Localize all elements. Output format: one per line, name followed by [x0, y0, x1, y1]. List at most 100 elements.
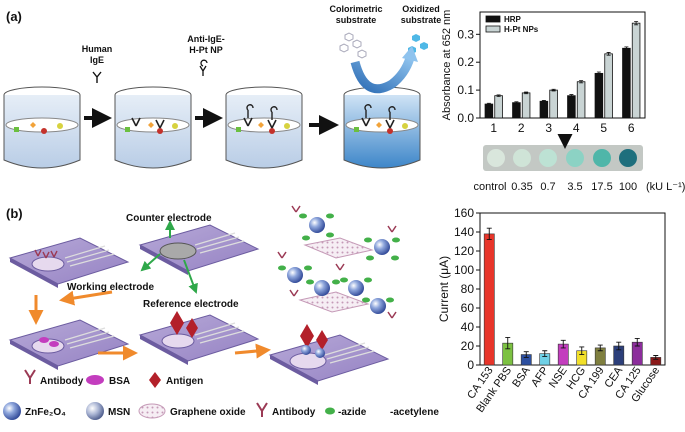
well-strip-photo [483, 145, 643, 171]
chart-a-ytick-label: 0.0 [457, 111, 474, 125]
acetylene-legend-icon [378, 406, 383, 416]
conversion-arrow-head [402, 46, 418, 62]
chart-a-errorbar [606, 52, 611, 56]
chart-b-ytick-label: 20 [461, 339, 475, 353]
chart-a-bar [594, 72, 604, 119]
chart-a-xtick-label: 3 [545, 121, 552, 135]
beaker-2 [114, 86, 192, 169]
chart-b-ylabel: Current (μA) [437, 256, 451, 322]
chart-a-errorbar [496, 94, 501, 97]
electrode-chip-2 [138, 224, 260, 275]
step1-line1: Human [82, 44, 113, 54]
chart-a-legend-swatch [485, 25, 501, 33]
substrate-in-line2: substrate [336, 15, 377, 25]
chart-a-bar [512, 102, 521, 119]
step1-line2: IgE [90, 55, 104, 65]
concentration-labels: control 0.35 0.7 3.5 17.5 100 (kU L⁻¹) [473, 181, 685, 193]
chart-a-errorbar [514, 101, 519, 104]
chart-a-legend-label: HRP [504, 15, 522, 24]
chart-b-ytick-label: 0 [467, 358, 474, 372]
legend-antigen: Antigen [166, 376, 203, 387]
beaker-4 [343, 86, 421, 169]
chart-a-xtick-label: 5 [600, 121, 607, 135]
electrode-chip-1 [8, 237, 130, 288]
bsa-legend-icon [86, 375, 104, 385]
concentration-label: control [473, 181, 506, 193]
chart-a-ytick-label: 0.1 [457, 83, 474, 97]
chart-a-ytick-label: 0.3 [457, 27, 474, 41]
znfe2o4-legend-icon [3, 402, 21, 420]
panel-a-label: (a) [6, 9, 22, 24]
concentration-label: 0.7 [540, 181, 555, 193]
chart-a-bar [622, 47, 631, 119]
legend-acetylene: -acetylene [390, 407, 439, 418]
chart-b-errorbar [579, 346, 585, 355]
chart-b-ytick-label: 40 [461, 320, 475, 334]
msn-legend-icon [86, 402, 104, 420]
legend-bsa: BSA [109, 376, 130, 387]
substrate-in-line1: Colorimetric [329, 4, 382, 14]
chart-b-xtick-label: BSA [510, 364, 533, 389]
working-electrode-label: Working electrode [67, 282, 154, 293]
colorless-substrate-icon [339, 32, 367, 59]
chart-b-ytick-label: 120 [454, 244, 474, 258]
chart-a-bar [604, 53, 613, 119]
chart-b-ytick-label: 140 [454, 225, 474, 239]
counter-electrode-label: Counter electrode [126, 213, 212, 224]
chart-a-legend-label: H-Pt NPs [504, 25, 539, 34]
chart-a-errorbar [569, 94, 574, 98]
chart-a-errorbar [624, 46, 629, 51]
concentration-label: 3.5 [567, 181, 582, 193]
legend-go: Graphene oxide [170, 407, 246, 418]
chart-b-ytick-label: 100 [454, 263, 474, 277]
chart-a-bar [539, 100, 549, 119]
chart-a-bar [494, 95, 503, 119]
reference-pointer [183, 259, 198, 294]
graphene-oxide-legend-icon [138, 403, 166, 419]
chart-b-ytick-label: 160 [454, 206, 474, 220]
chart-a-xtick-label: 1 [490, 121, 497, 135]
concentration-label: 100 [619, 181, 637, 193]
substrate-out-line2: substrate [401, 15, 442, 25]
step2-line2: H-Pt NP [189, 45, 223, 55]
concentration-label: 0.35 [511, 181, 532, 193]
chart-a-bar [549, 89, 558, 119]
chart-a-errorbar [551, 88, 556, 92]
electrode-chip-4 [138, 311, 260, 365]
legend-antibody: Antibody [40, 376, 84, 387]
step2-line1: Anti-IgE- [187, 34, 225, 44]
electrode-chip-5 [268, 324, 390, 385]
chart-b-errorbar [597, 344, 603, 352]
chart-a-errorbar [579, 80, 584, 84]
legend-znfe: ZnFe₂O₄ [25, 407, 66, 418]
chart-b-errorbar [634, 337, 640, 347]
substrate-out-line1: Oxidized [402, 4, 440, 14]
beaker-3 [225, 86, 303, 169]
chart-b-ytick-label: 60 [461, 301, 475, 315]
concentration-unit: (kU L⁻¹) [646, 181, 685, 193]
concentration-label: 17.5 [591, 181, 612, 193]
chart-a-bar [576, 81, 586, 119]
chart-b-errorbar [653, 355, 659, 360]
chart-a-bar [567, 95, 576, 119]
flow-arrow-4 [234, 343, 271, 359]
reference-electrode-label: Reference electrode [143, 299, 239, 310]
chart-a-legend-swatch [485, 15, 501, 23]
chart-b-errorbar [523, 351, 529, 358]
electrode-chip-3 [8, 319, 130, 370]
legend-antibody-2: Antibody [272, 407, 316, 418]
chart-b-bar [483, 233, 495, 366]
chart-b-errorbar [542, 350, 548, 357]
chart-a-errorbar [634, 21, 639, 26]
chart-a-ylabel: Absorbance at 652 nm [441, 10, 453, 121]
chart-b-errorbar [560, 339, 566, 349]
working-pointer [140, 253, 161, 272]
chart-a-errorbar [486, 102, 491, 106]
antigen-legend-icon [149, 372, 161, 388]
antibody-legend-icon [24, 369, 36, 384]
chart-a-ytick-label: 0.2 [457, 55, 474, 69]
chart-b-errorbar [616, 341, 622, 351]
